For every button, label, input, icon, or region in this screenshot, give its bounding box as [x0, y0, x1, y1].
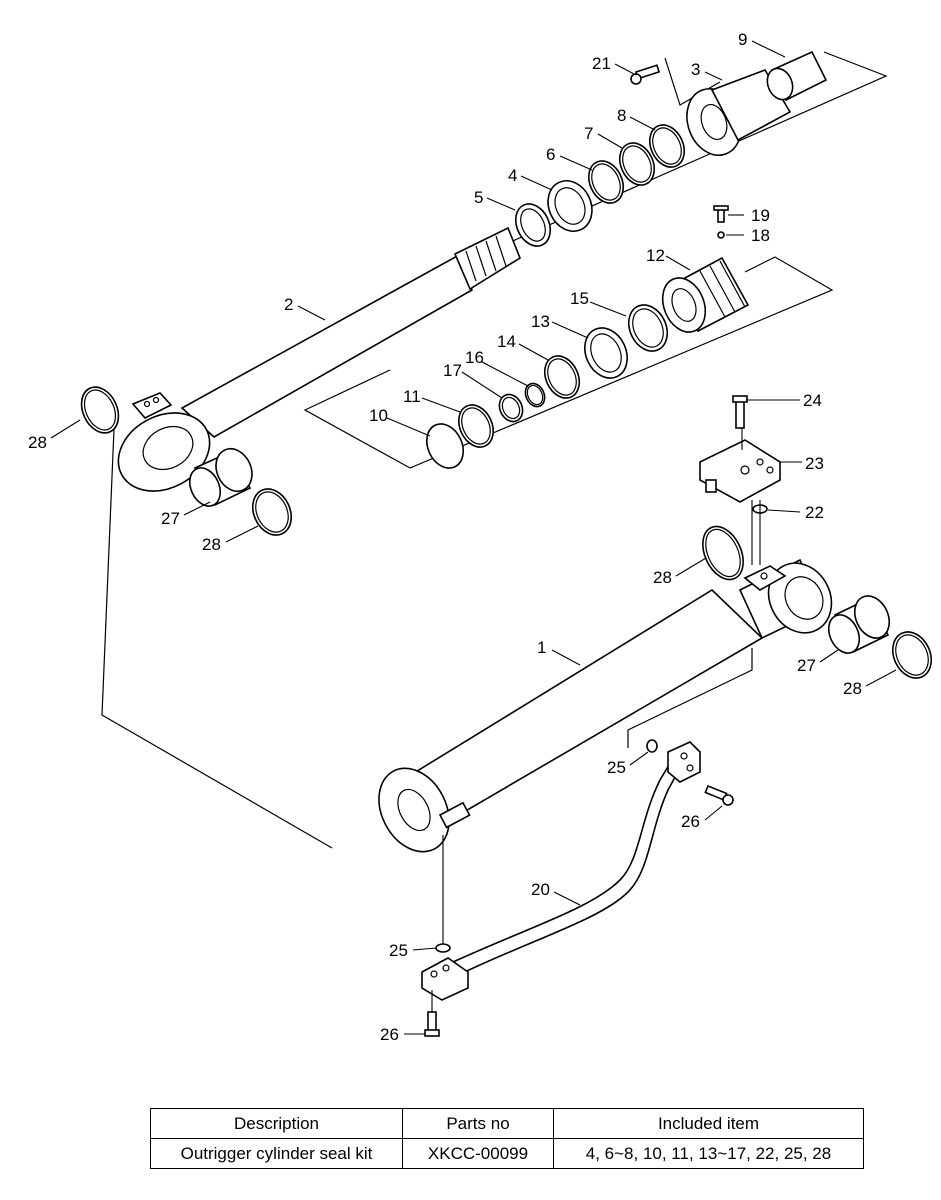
callout-13: 13 [531, 312, 550, 331]
callout-14: 14 [497, 332, 516, 351]
callout-22: 22 [805, 503, 824, 522]
callout-1: 1 [537, 638, 546, 657]
callout-26-upper: 26 [681, 812, 700, 831]
bushing-9 [766, 50, 828, 102]
callout-28-tube-top: 28 [653, 568, 672, 587]
piston-rod [117, 226, 521, 492]
cell-included-item: 4, 6~8, 10, 11, 13~17, 22, 25, 28 [553, 1138, 864, 1169]
callout-16: 16 [465, 348, 484, 367]
header-description: Description [150, 1108, 403, 1139]
header-included-item: Included item [553, 1108, 864, 1139]
screw-19 [713, 205, 729, 239]
table-header-row: Description Parts no Included item [150, 1108, 864, 1139]
cylinder-tube [378, 558, 833, 853]
seal-kit-table: Description Parts no Included item Outri… [150, 1108, 864, 1169]
callout-18: 18 [751, 226, 770, 245]
callout-23: 23 [805, 454, 824, 473]
cell-parts-no: XKCC-00099 [402, 1138, 554, 1169]
rod-seal-rings [514, 124, 686, 247]
callout-8: 8 [617, 106, 626, 125]
callout-10: 10 [369, 406, 388, 425]
callout-15: 15 [570, 289, 589, 308]
callout-6: 6 [546, 145, 555, 164]
callout-3: 3 [691, 60, 700, 79]
bolt-21 [630, 64, 661, 85]
tube-side-bushing-rings [702, 525, 933, 679]
callout-12: 12 [646, 246, 665, 265]
callout-27-rod: 27 [161, 509, 180, 528]
exploded-parts-diagram: 9 3 21 8 7 6 4 5 19 18 12 15 2 13 14 16 … [28, 30, 933, 1044]
piston-12 [661, 256, 750, 333]
valve-block-23 [699, 395, 781, 565]
callout-11: 11 [403, 387, 421, 406]
callout-7: 7 [584, 124, 593, 143]
callout-17: 17 [443, 361, 462, 380]
callout-19: 19 [751, 206, 770, 225]
callout-28-tube: 28 [843, 679, 862, 698]
header-parts-no: Parts no [402, 1108, 554, 1139]
callout-5: 5 [474, 188, 483, 207]
callout-labels: 9 3 21 8 7 6 4 5 19 18 12 15 2 13 14 16 … [28, 30, 862, 1044]
callout-28-top-left: 28 [28, 433, 47, 452]
table-row: Outrigger cylinder seal kit XKCC-00099 4… [150, 1138, 864, 1169]
callout-25-upper: 25 [607, 758, 626, 777]
callout-21: 21 [592, 54, 611, 73]
callout-26-lower: 26 [380, 1025, 399, 1044]
pipe-20 [421, 739, 734, 1037]
callout-9: 9 [738, 30, 747, 49]
callout-4: 4 [508, 166, 517, 185]
callout-20: 20 [531, 880, 550, 899]
leader-lines [50, 40, 897, 1035]
callout-25-lower: 25 [389, 941, 408, 960]
callout-2: 2 [284, 295, 293, 314]
callout-28-rod: 28 [202, 535, 221, 554]
callout-27-tube: 27 [797, 656, 816, 675]
rod-side-bushing-rings [80, 386, 293, 536]
piston-seal-rings [425, 304, 669, 469]
callout-24: 24 [803, 391, 822, 410]
cell-description: Outrigger cylinder seal kit [150, 1138, 403, 1169]
